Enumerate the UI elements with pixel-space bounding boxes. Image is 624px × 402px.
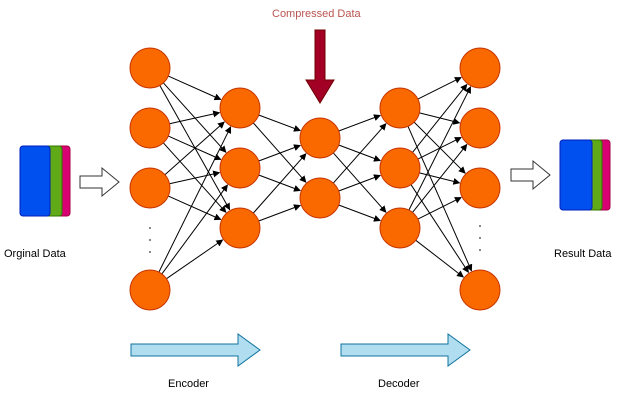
- edge-hidden-2-2-to-output-0: [408, 86, 472, 211]
- result-data-label: Result Data: [554, 248, 612, 260]
- original-data-icon: [19, 145, 71, 217]
- edge-hidden-1-0-to-bottleneck-0: [258, 114, 301, 132]
- edge-bottleneck-1-to-hidden-2-0: [332, 123, 387, 184]
- node-hidden-1-2: [219, 207, 261, 249]
- edge-bottleneck-0-to-hidden-2-1: [338, 144, 381, 162]
- node-input-3: [129, 269, 171, 311]
- node-input-0: [129, 47, 171, 89]
- edge-input-1-to-hidden-1-0: [169, 110, 221, 125]
- network-nodes: [129, 47, 501, 311]
- compressed-data-label: Compressed Data: [272, 8, 361, 20]
- node-output-3: [459, 269, 501, 311]
- edge-hidden-1-1-to-bottleneck-0: [258, 144, 301, 162]
- encoder-label: Encoder: [168, 378, 209, 390]
- edge-hidden-1-2-to-bottleneck-1: [258, 204, 301, 222]
- original-data-label: Orginal Data: [4, 248, 66, 260]
- edge-input-2-to-hidden-1-0: [164, 121, 225, 176]
- node-hidden-1-1: [219, 147, 261, 189]
- node-input-1: [129, 107, 171, 149]
- node-output-2: [459, 167, 501, 209]
- edge-input-2-to-hidden-1-1: [169, 170, 221, 185]
- result-data-icon: [559, 139, 611, 211]
- edge-input-0-to-hidden-1-0: [168, 75, 222, 101]
- edge-bottleneck-0-to-hidden-2-2: [332, 152, 387, 213]
- node-hidden-2-1: [379, 147, 421, 189]
- edge-hidden-1-0-to-bottleneck-1: [252, 122, 307, 183]
- encoder-arrow: [130, 333, 261, 367]
- node-bottleneck-0: [299, 117, 341, 159]
- edge-hidden-2-2-to-output-3: [415, 239, 464, 278]
- compressed-data-arrow: [305, 29, 335, 104]
- node-hidden-2-0: [379, 87, 421, 129]
- edge-hidden-2-0-to-output-0: [417, 76, 462, 100]
- output-layer-ellipsis: [479, 225, 481, 251]
- edge-hidden-2-1-to-output-3: [410, 184, 469, 273]
- edge-bottleneck-0-to-hidden-2-0: [338, 114, 381, 132]
- edge-input-3-to-hidden-1-1: [161, 184, 228, 275]
- edge-bottleneck-1-to-hidden-2-2: [338, 204, 381, 222]
- edge-input-3-to-hidden-1-2: [166, 239, 224, 280]
- node-output-1: [459, 107, 501, 149]
- node-hidden-2-2: [379, 207, 421, 249]
- output-flow-arrow: [510, 159, 551, 191]
- node-hidden-1-0: [219, 87, 261, 129]
- edge-hidden-2-2-to-output-1: [412, 143, 468, 213]
- edge-hidden-2-0-to-output-3: [407, 126, 473, 272]
- decoder-arrow: [340, 333, 471, 367]
- node-bottleneck-1: [299, 177, 341, 219]
- edge-hidden-2-2-to-output-2: [417, 196, 462, 220]
- input-layer-ellipsis: [149, 227, 151, 253]
- edge-hidden-1-1-to-bottleneck-1: [258, 174, 301, 192]
- edge-input-3-to-hidden-1-0: [158, 126, 232, 273]
- edge-bottleneck-1-to-hidden-2-1: [338, 174, 381, 192]
- edge-hidden-2-1-to-output-0: [412, 83, 468, 153]
- edge-input-2-to-hidden-1-2: [168, 195, 222, 221]
- input-flow-arrow: [79, 166, 120, 198]
- decoder-label: Decoder: [378, 378, 420, 390]
- node-output-0: [459, 47, 501, 89]
- connection-edges: [158, 75, 473, 280]
- node-input-2: [129, 167, 171, 209]
- edge-hidden-1-2-to-bottleneck-0: [252, 153, 307, 214]
